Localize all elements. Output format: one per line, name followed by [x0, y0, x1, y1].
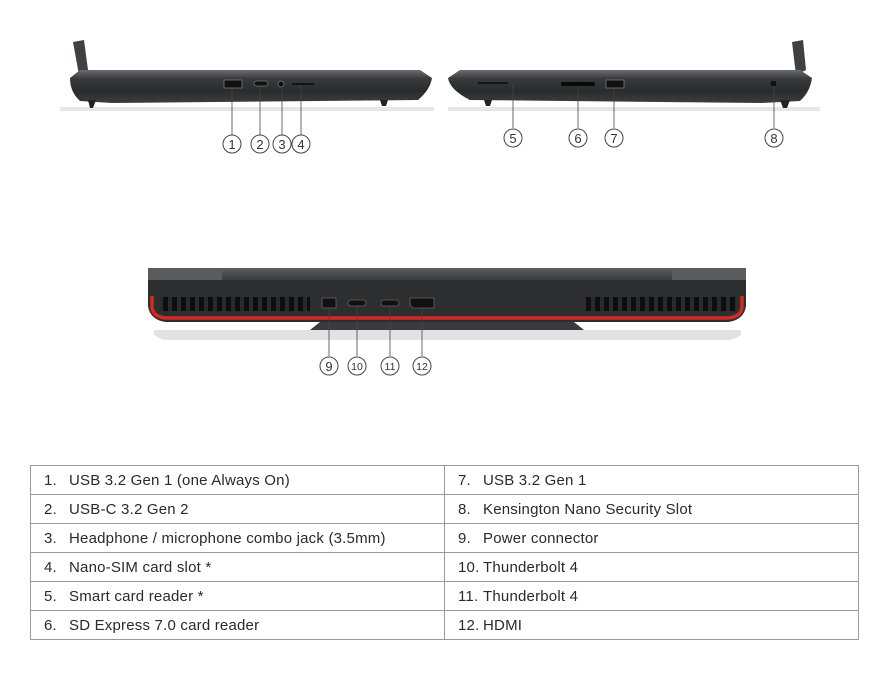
callout-10-label: 10 — [351, 361, 363, 373]
port-name: USB 3.2 Gen 1 — [483, 471, 587, 489]
callout-12-label: 12 — [416, 361, 428, 373]
port-cell: 8. Kensington Nano Security Slot — [444, 494, 859, 524]
port-cell: 3. Headphone / microphone combo jack (3.5… — [30, 523, 445, 553]
callout-12: 12 — [412, 356, 432, 376]
callout-7-label: 7 — [610, 131, 617, 146]
port-name: Smart card reader * — [69, 587, 204, 605]
ports-table: 1. USB 3.2 Gen 1 (one Always On) 7. USB 3.… — [30, 465, 859, 640]
callout-11-label: 11 — [385, 361, 396, 373]
callout-4: 4 — [291, 134, 311, 154]
port-name: HDMI — [483, 616, 523, 634]
port-cell: 6. SD Express 7.0 card reader — [30, 610, 445, 640]
port-cell: 10.Thunderbolt 4 — [444, 552, 859, 582]
callout-7: 7 — [604, 128, 624, 148]
table-row: 1. USB 3.2 Gen 1 (one Always On) 7. USB 3.… — [30, 465, 859, 495]
callout-1: 1 — [222, 134, 242, 154]
port-number: 6. — [44, 616, 57, 634]
port-cell: 7. USB 3.2 Gen 1 — [444, 465, 859, 495]
port-number: 12. — [458, 616, 480, 634]
port-name: Thunderbolt 4 — [483, 587, 579, 605]
callout-6-label: 6 — [574, 131, 581, 146]
callout-9-label: 9 — [325, 359, 332, 374]
callout-2: 2 — [250, 134, 270, 154]
port-name: Headphone / microphone combo jack (3.5mm… — [69, 529, 386, 547]
callout-5-label: 5 — [509, 131, 516, 146]
port-cell: 9. Power connector — [444, 523, 859, 553]
port-cell: 11.Thunderbolt 4 — [444, 581, 859, 611]
port-name: Kensington Nano Security Slot — [483, 500, 693, 518]
table-row: 6. SD Express 7.0 card reader 12.HDMI — [30, 610, 859, 640]
port-number: 3. — [44, 529, 57, 547]
port-name: USB-C 3.2 Gen 2 — [69, 500, 189, 518]
port-number: 8. — [458, 500, 471, 518]
callout-4-label: 4 — [297, 137, 304, 152]
table-row: 4. Nano-SIM card slot * 10.Thunderbolt 4 — [30, 552, 859, 582]
port-cell: 12.HDMI — [444, 610, 859, 640]
port-name: Thunderbolt 4 — [483, 558, 579, 576]
callout-11: 11 — [380, 356, 400, 376]
port-cell: 5. Smart card reader * — [30, 581, 445, 611]
port-name: USB 3.2 Gen 1 (one Always On) — [69, 471, 290, 489]
right-side-view — [448, 40, 820, 111]
callout-1-label: 1 — [228, 137, 235, 152]
callout-3-label: 3 — [278, 137, 285, 152]
port-number: 5. — [44, 587, 57, 605]
callout-8: 8 — [764, 128, 784, 148]
port-number: 1. — [44, 471, 57, 489]
port-number: 7. — [458, 471, 471, 489]
callout-5: 5 — [503, 128, 523, 148]
port-number: 11. — [458, 587, 479, 605]
port-number: 4. — [44, 558, 57, 576]
callout-10: 10 — [347, 356, 367, 376]
port-number: 10. — [458, 558, 480, 576]
left-side-view — [60, 40, 434, 111]
callout-3: 3 — [272, 134, 292, 154]
rear-view — [148, 268, 746, 340]
callout-lines — [231, 84, 775, 356]
port-cell: 2. USB-C 3.2 Gen 2 — [30, 494, 445, 524]
table-row: 3. Headphone / microphone combo jack (3.5… — [30, 523, 859, 553]
callout-2-label: 2 — [256, 137, 263, 152]
port-cell: 4. Nano-SIM card slot * — [30, 552, 445, 582]
port-cell: 1. USB 3.2 Gen 1 (one Always On) — [30, 465, 445, 495]
laptop-ports-figure: 1 2 3 4 5 6 7 8 9 10 11 12 — [60, 40, 820, 376]
port-number: 2. — [44, 500, 57, 518]
table-row: 2. USB-C 3.2 Gen 2 8. Kensington Nano Secu… — [30, 494, 859, 524]
callout-8-label: 8 — [770, 131, 777, 146]
table-row: 5. Smart card reader * 11.Thunderbolt 4 — [30, 581, 859, 611]
port-number: 9. — [458, 529, 471, 547]
callout-9: 9 — [319, 356, 339, 376]
callout-6: 6 — [568, 128, 588, 148]
port-name: Power connector — [483, 529, 599, 547]
port-name: Nano-SIM card slot * — [69, 558, 212, 576]
port-name: SD Express 7.0 card reader — [69, 616, 260, 634]
